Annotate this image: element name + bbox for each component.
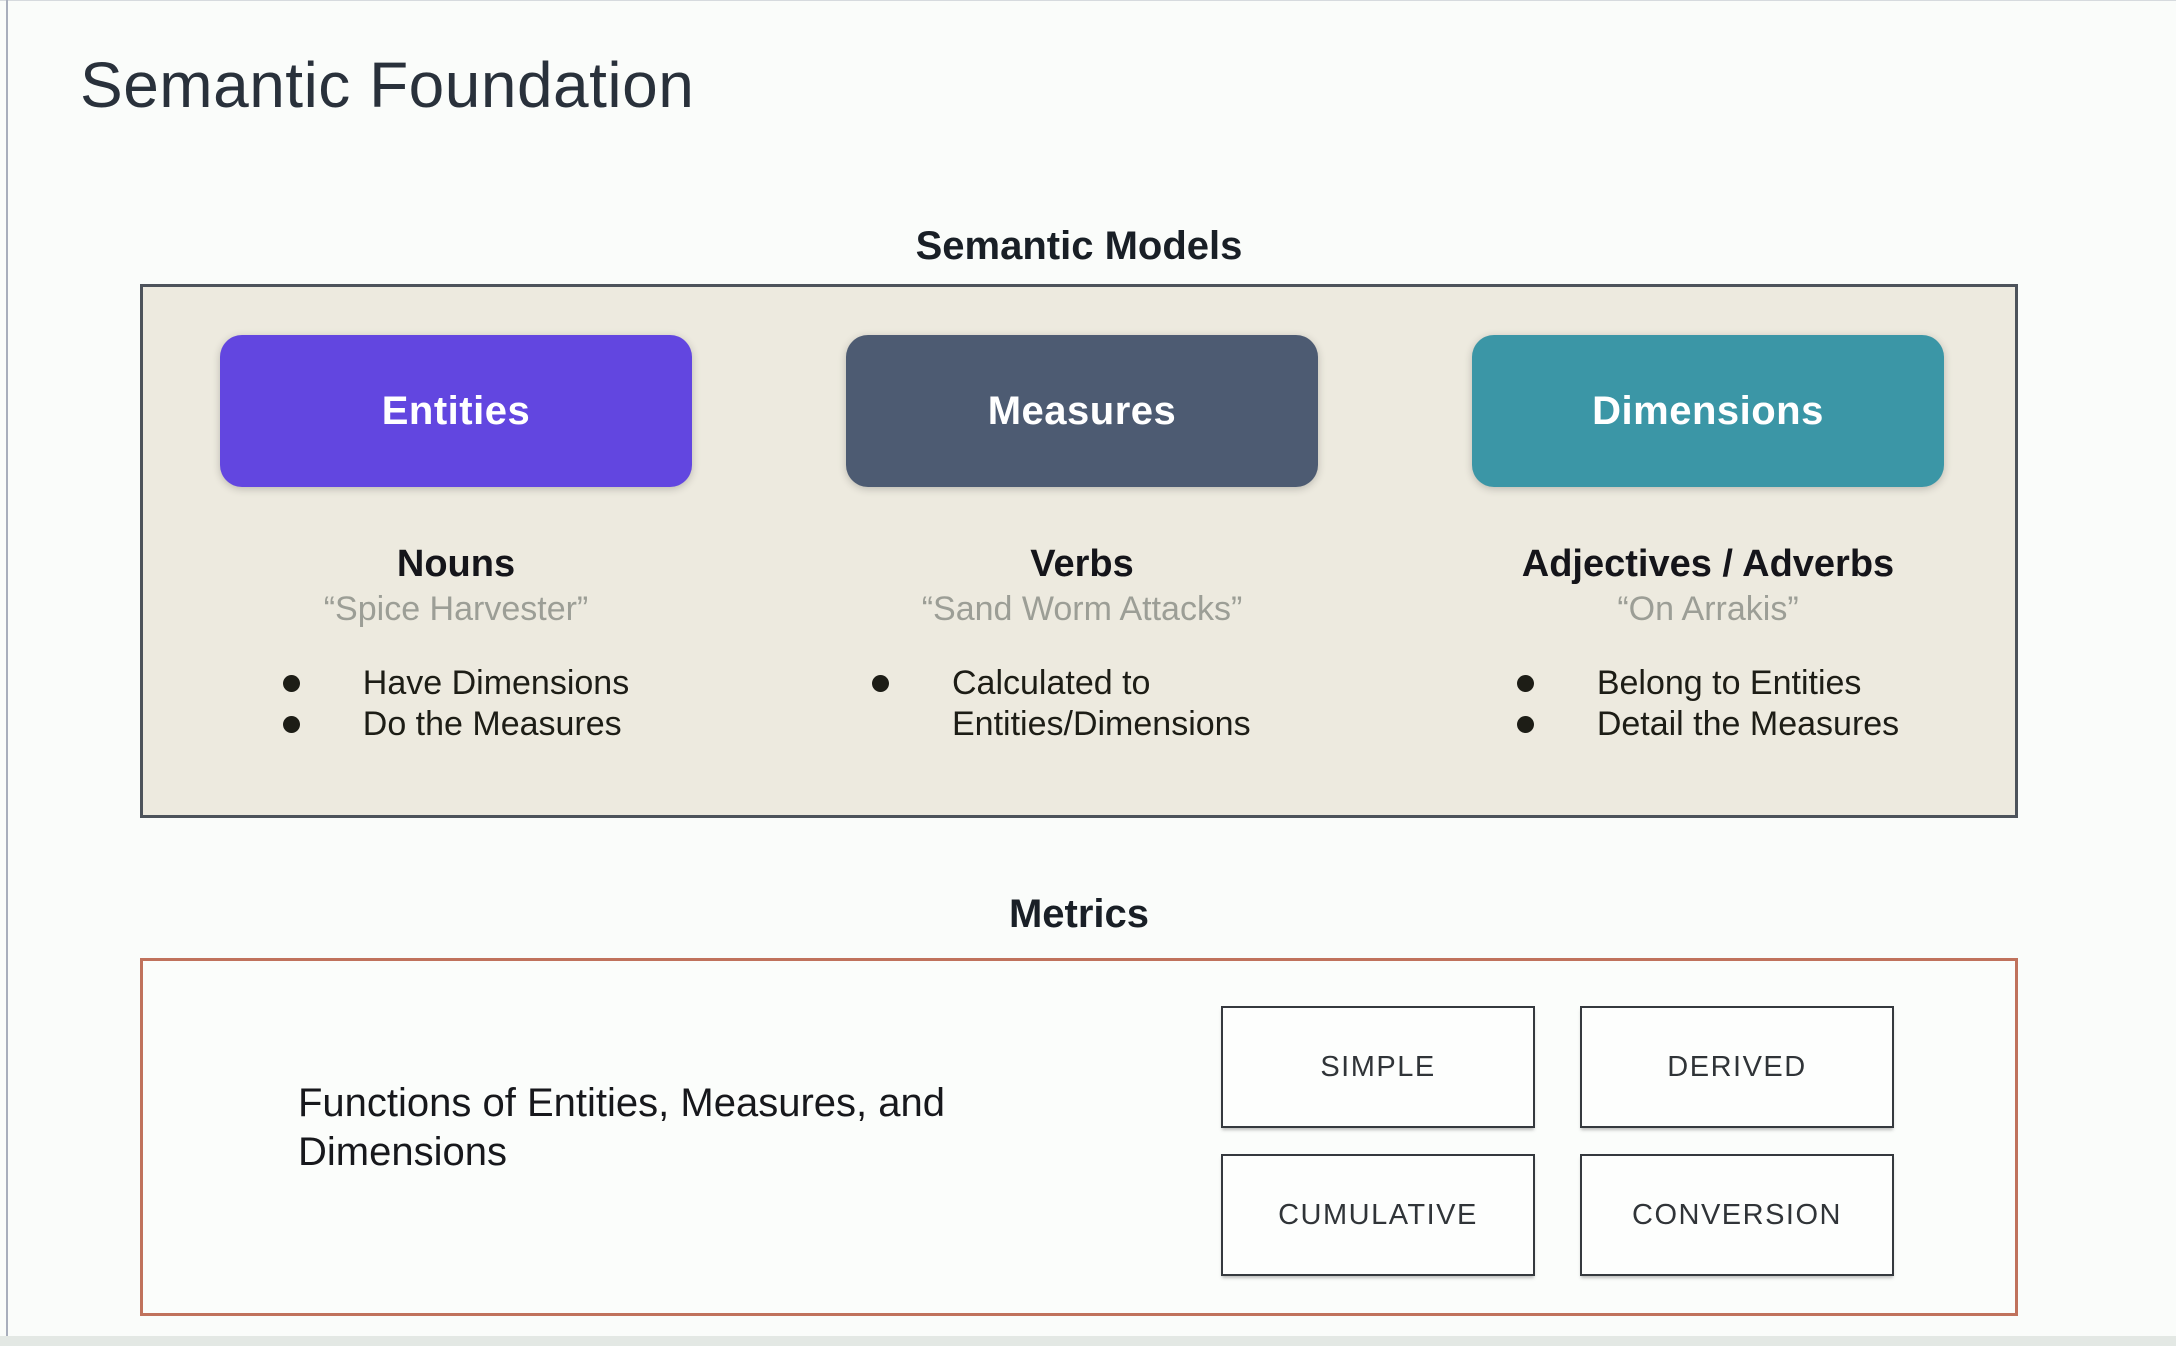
example-quote: “On Arrakis” [1617, 590, 1799, 628]
measures-button: Measures [846, 335, 1318, 487]
bullet-item: Have Dimensions [282, 663, 630, 704]
bullet-text: Detail the Measures [1596, 705, 1900, 743]
bottom-strip [0, 1336, 2176, 1346]
semantic-models-panel: Entities Nouns “Spice Harvester” Have Di… [140, 284, 2018, 818]
window-top-edge [0, 0, 2176, 1]
metrics-panel: Functions of Entities, Measures, and Dim… [140, 958, 2018, 1316]
dimensions-button: Dimensions [1472, 335, 1944, 487]
metric-type-label: SIMPLE [1320, 1050, 1436, 1083]
part-of-speech-heading: Verbs [1030, 543, 1134, 585]
metric-type-box-conversion: CONVERSION [1580, 1154, 1894, 1276]
bullet-item: Detail the Measures [1516, 704, 1900, 745]
example-quote: “Spice Harvester” [323, 590, 589, 628]
metric-type-label: CONVERSION [1632, 1198, 1842, 1231]
semantic-models-heading: Semantic Models [915, 224, 1243, 268]
bullet-icon [282, 675, 300, 692]
metric-type-grid: SIMPLE DERIVED CUMULATIVE CONVERSION [1221, 1006, 1894, 1276]
part-of-speech-heading: Nouns [396, 543, 516, 585]
example-quote: “Sand Worm Attacks” [921, 590, 1243, 628]
metric-type-box-derived: DERIVED [1580, 1006, 1894, 1128]
metric-type-box-cumulative: CUMULATIVE [1221, 1154, 1535, 1276]
window-left-edge [6, 0, 8, 1346]
page-title: Semantic Foundation [80, 49, 695, 121]
bullet-icon [1516, 675, 1534, 692]
bullet-icon [872, 675, 889, 692]
bullet-list: Belong to Entities Detail the Measures [1516, 663, 1900, 745]
metric-type-box-simple: SIMPLE [1221, 1006, 1535, 1128]
metrics-heading: Metrics [1008, 892, 1150, 936]
bullet-item: Belong to Entities [1516, 663, 1899, 704]
model-column-dimensions: Dimensions Adjectives / Adverbs “On Arra… [1395, 287, 2021, 815]
bullet-icon [282, 716, 300, 733]
bullet-icon [1516, 716, 1534, 733]
metrics-description: Functions of Entities, Measures, and Dim… [298, 1081, 945, 1174]
bullet-list: Have Dimensions Do the Measures [282, 663, 630, 745]
entities-button: Entities [220, 335, 692, 487]
bullet-list: Calculated to Entities/Dimensions [872, 663, 1292, 745]
bullet-text: Do the Measures [362, 705, 622, 743]
bullet-text: Calculated to Entities/Dimensions [952, 664, 1251, 743]
bullet-item: Calculated to Entities/Dimensions [872, 663, 1292, 745]
bullet-text: Have Dimensions [362, 664, 630, 702]
part-of-speech-heading: Adjectives / Adverbs [1521, 543, 1895, 585]
metric-type-label: DERIVED [1667, 1050, 1807, 1083]
model-column-entities: Entities Nouns “Spice Harvester” Have Di… [143, 287, 769, 815]
bullet-text: Belong to Entities [1596, 664, 1862, 702]
metric-type-label: CUMULATIVE [1278, 1198, 1478, 1231]
bullet-item: Do the Measures [282, 704, 629, 745]
model-column-measures: Measures Verbs “Sand Worm Attacks” Calcu… [769, 287, 1395, 815]
